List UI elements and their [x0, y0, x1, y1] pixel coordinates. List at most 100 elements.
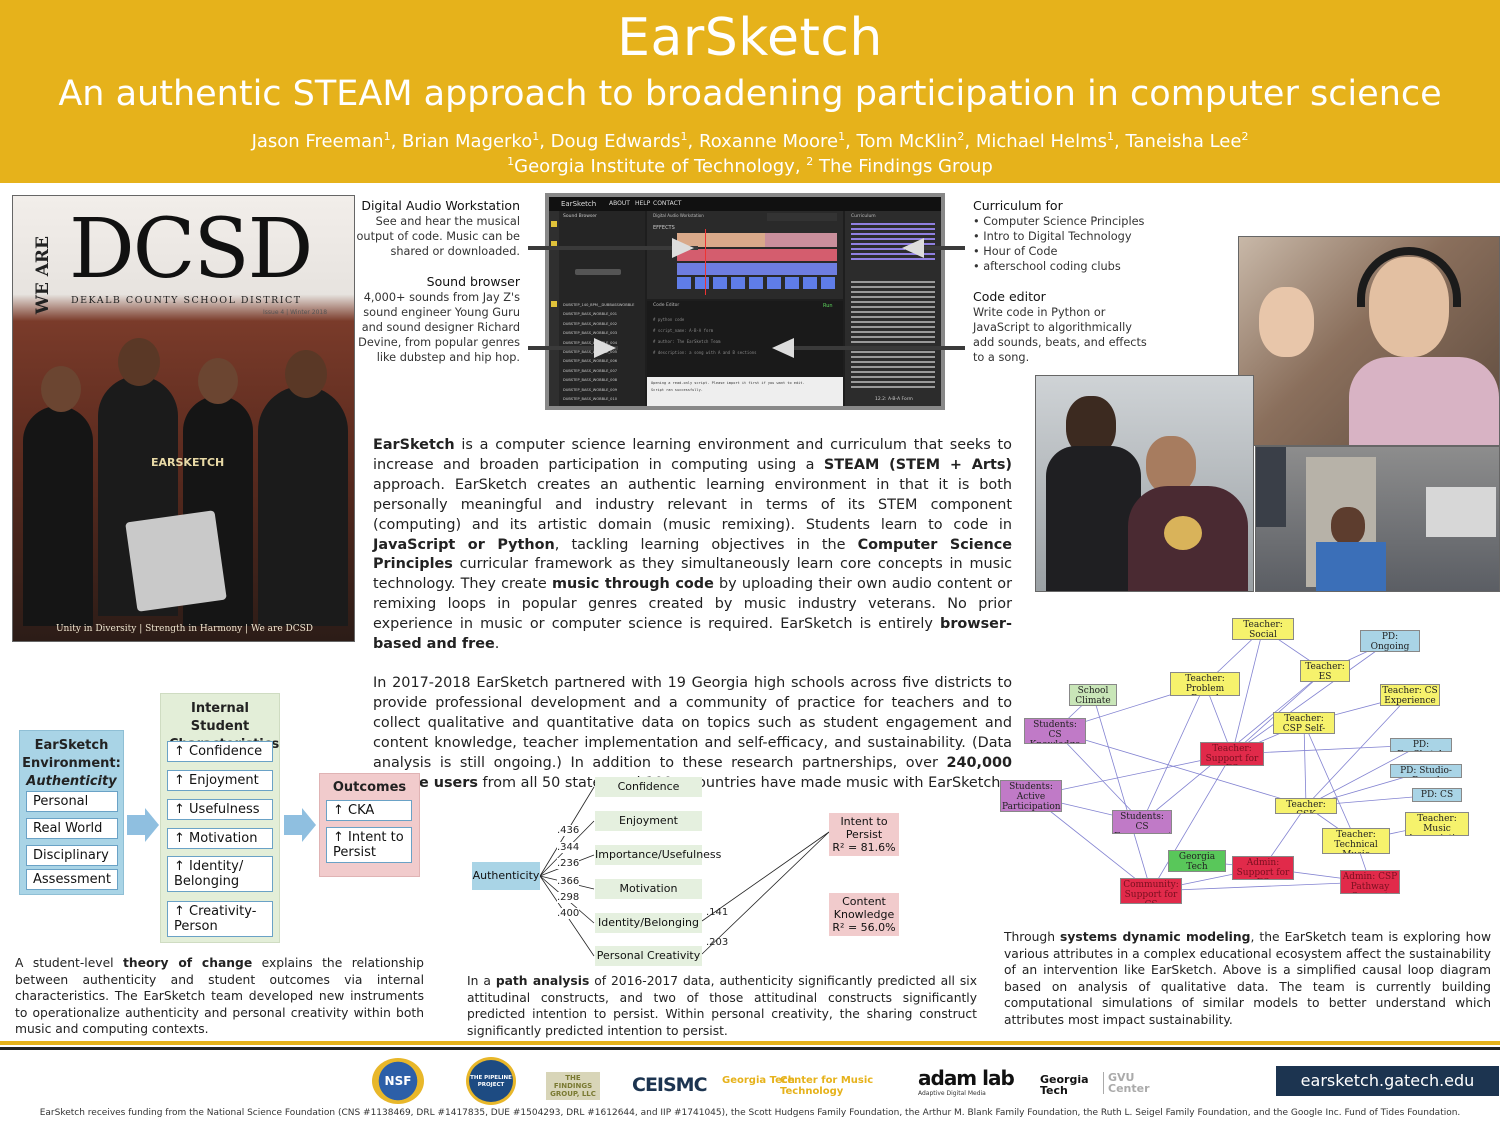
- sound-item[interactable]: DUBSTEP_BASS_WOBBLE_007: [563, 368, 618, 373]
- path-edge-outcome: [701, 831, 830, 955]
- sound-item[interactable]: DUBSTEP_BASS_WOBBLE_006: [563, 359, 618, 364]
- code-editor-panel: Code Editor Run # python code # script_na…: [647, 301, 843, 406]
- sound-item[interactable]: DUBSTEP_BASS_WOBBLE_002: [563, 321, 618, 326]
- causal-loop-node: Teacher: CSP Self-Efficacy: [1273, 712, 1335, 734]
- sound-list: DUBSTEP_140_BPM__DUBBASSWOBBLE DUBSTEP_BA…: [563, 301, 643, 404]
- author-name: Taneisha Lee: [1125, 131, 1242, 152]
- path-analysis-caption: In a path analysis of 2016-2017 data, au…: [467, 973, 977, 1039]
- earsketch-screenshot: EarSketch ABOUT HELP CONTACT Sound Brows…: [545, 193, 945, 410]
- causal-loop-node: Teacher: Problem Based: [1170, 672, 1240, 696]
- poster-subtitle: An authentic STEAM approach to broadenin…: [58, 74, 1442, 114]
- sound-item[interactable]: DUBSTEP_BASS_WOBBLE_009: [563, 387, 618, 392]
- highlight-term: theory of change: [123, 956, 253, 970]
- play-controls[interactable]: [767, 213, 837, 221]
- track-3: [677, 263, 837, 275]
- text-run: by uploading their own audio content or …: [373, 576, 1012, 633]
- website-url[interactable]: earsketch.gatech.edu: [1276, 1066, 1499, 1096]
- causal-loop-node: Teacher: CS Experience: [1380, 684, 1440, 706]
- sound-item[interactable]: DUBSTEP_BASS_WOBBLE_010: [563, 396, 618, 401]
- internal-usefulness: ↑ Usefulness: [167, 799, 273, 820]
- toc-arrowhead-2: [302, 808, 316, 842]
- code-editor-label: Code Editor: [653, 303, 680, 308]
- causal-loop-node: Teacher: Support for ES: [1200, 742, 1264, 766]
- author-name: Jason Freeman: [251, 131, 384, 152]
- highlight-term: path analysis: [495, 974, 590, 988]
- sound-arrowhead: [594, 338, 616, 358]
- nav-help[interactable]: HELP: [635, 200, 651, 207]
- env-title-2: Environment:: [22, 756, 121, 771]
- magazine-side-text: WE ARE: [33, 236, 53, 315]
- nav-contact[interactable]: CONTACT: [653, 200, 682, 207]
- causal-loop-node: PD: EarSketch: [1390, 738, 1452, 752]
- causal-loop-node: Teacher: ES Capability: [1300, 660, 1350, 682]
- causal-loop-node: School Climate: [1069, 684, 1117, 706]
- footer-gold-rule: [0, 1041, 1500, 1045]
- text-run: approach. EarSketch creates an authentic…: [373, 476, 1012, 533]
- causal-loop-node: Community: Support for CS: [1120, 878, 1182, 904]
- code-line: # description: a song with A and B secti…: [653, 350, 757, 355]
- curriculum-item: • afterschool coding clubs: [973, 260, 1121, 273]
- playhead: [705, 229, 706, 295]
- internal-motivation: ↑ Motivation: [167, 828, 273, 849]
- path-coefficient: .436: [557, 825, 580, 836]
- daw-label: Digital Audio Workstation: [653, 213, 704, 218]
- author-name: Brian Magerko: [402, 131, 533, 152]
- curriculum-pane: Curriculum 12.2: A-B-A Form: [845, 211, 941, 406]
- logo-gt-gvu: Georgia Tech: [1040, 1073, 1089, 1097]
- text-run: .: [494, 636, 500, 653]
- toc-arrow-2: [284, 815, 304, 835]
- logo-music-tech: Center for Music Technology: [780, 1075, 874, 1097]
- author-affiliation: 2: [1241, 130, 1249, 143]
- curriculum-arrowhead: [902, 238, 924, 258]
- poster-title: EarSketch: [617, 8, 883, 68]
- sound-browser-panel: Sound Browser DUBSTEP_140_BPM__DUBBASSWO…: [549, 211, 645, 406]
- causal-loop-node: Admin: CSP Pathway Support: [1340, 870, 1400, 894]
- text-run: A student-level: [15, 956, 123, 970]
- run-button[interactable]: Run: [823, 303, 833, 309]
- path-construct-node: Motivation: [595, 879, 702, 899]
- code-line: # script_name: A-B-A form: [653, 328, 714, 333]
- dcsd-magazine-cover: WE ARE DCSD DEKALB COUNTY SCHOOL DISTRIC…: [12, 195, 355, 642]
- sound-callout: Sound browser 4,000+ sounds from Jay Z's…: [358, 274, 520, 364]
- outcomes-title: Outcomes: [332, 780, 407, 795]
- causal-link: [1305, 744, 1422, 807]
- logo-gt-music: Georgia Tech: [722, 1075, 795, 1086]
- console-line-1: Opening a read-only script. Please impor…: [651, 381, 805, 385]
- causal-link: [1150, 753, 1233, 892]
- sound-item[interactable]: DUBSTEP_BASS_WOBBLE_005: [563, 349, 618, 354]
- text-run: is a computer science learning environme…: [373, 437, 1012, 473]
- internal-enjoyment: ↑ Enjoyment: [167, 770, 273, 791]
- causal-loop-node: Admin: Support for ES: [1232, 856, 1294, 880]
- sound-item[interactable]: DUBSTEP_BASS_WOBBLE_008: [563, 378, 618, 383]
- code-arrow: [785, 346, 965, 350]
- code-line: # python code: [653, 317, 685, 322]
- causal-loop-node: Students: CS Engagement: [1112, 810, 1172, 834]
- nav-about[interactable]: ABOUT: [609, 200, 630, 207]
- sound-item[interactable]: DUBSTEP_BASS_WOBBLE_004: [563, 340, 618, 345]
- sound-item[interactable]: DUBSTEP_140_BPM__DUBBASSWOBBLE: [563, 303, 635, 307]
- author-list: Jason Freeman1, Brian Magerko1, Doug Edw…: [251, 130, 1249, 152]
- track-2: [677, 249, 837, 261]
- coef-creativity-intent: .203: [706, 937, 729, 948]
- causal-link: [1305, 694, 1411, 807]
- causal-link: [1150, 881, 1371, 892]
- internal-box: Internal Student Characteristics ↑ Confi…: [160, 693, 280, 943]
- theory-of-change-caption: A student-level theory of change explain…: [15, 955, 424, 1038]
- affiliations: 1Georgia Institute of Technology, 2 The …: [507, 155, 993, 177]
- path-construct-node: Identity/Belonging: [595, 913, 702, 933]
- causal-link: [1054, 730, 1307, 807]
- sound-item[interactable]: DUBSTEP_BASS_WOBBLE_003: [563, 331, 618, 336]
- sound-item[interactable]: DUBSTEP_BASS_WOBBLE_001: [563, 312, 618, 317]
- code-arrowhead: [772, 338, 794, 358]
- logo-adam-lab: adam lab Adaptive Digital Media: [918, 1066, 1015, 1097]
- highlight-term: JavaScript or Python: [373, 536, 555, 553]
- logo-nsf: NSF: [372, 1058, 424, 1104]
- daw-effects-label: EFFECTS: [653, 225, 675, 231]
- coef-identity-intent: .141: [706, 907, 729, 918]
- env-item-personal: Personal: [26, 791, 118, 812]
- causal-loop-node: PD: Studio-Based: [1390, 764, 1462, 778]
- path-coefficient: .344: [557, 842, 580, 853]
- causal-link: [1054, 730, 1143, 823]
- sound-browser-label: Sound Browser: [563, 214, 597, 219]
- curriculum-label: Curriculum: [851, 214, 876, 219]
